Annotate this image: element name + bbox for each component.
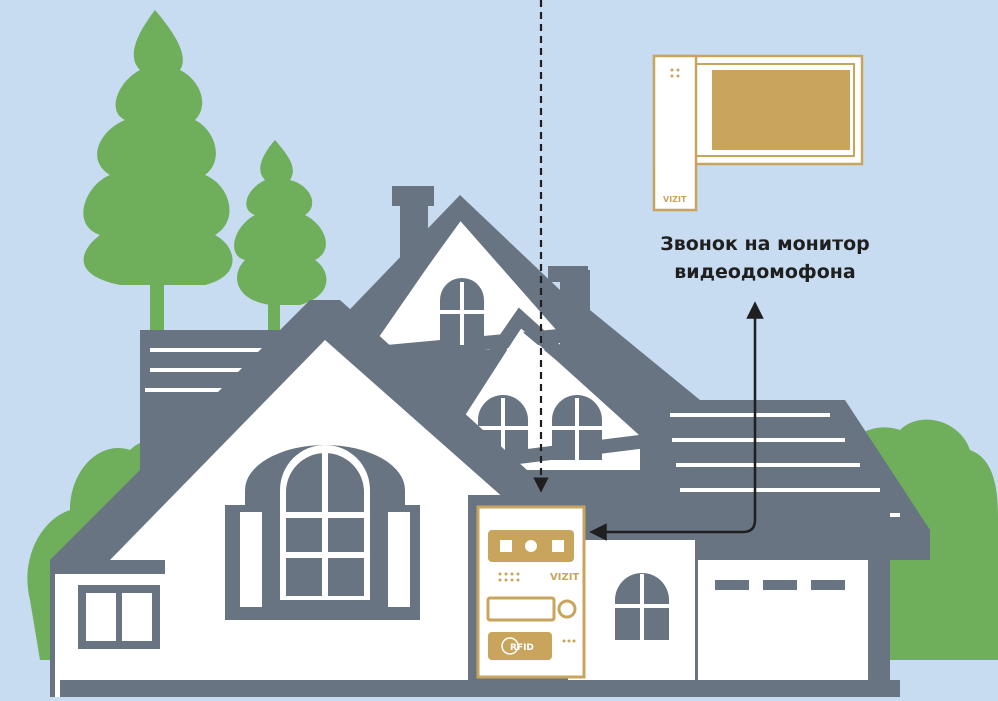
garage-door (698, 560, 868, 697)
front-arched-window (225, 445, 420, 620)
window-left-wing (78, 585, 160, 649)
call-caption: Звонок на монитор видеодомофона (620, 230, 910, 286)
rfid-label: RFID (510, 643, 534, 653)
caption-line-2: видеодомофона (620, 258, 910, 286)
window-right (615, 573, 669, 640)
caption-line-1: Звонок на монитор (620, 230, 910, 258)
window-middle-right (552, 395, 602, 460)
door-panel-brand: VIZIT (550, 572, 579, 583)
monitor-brand: VIZIT (663, 195, 687, 204)
chimney-right (548, 266, 588, 282)
door-intercom-panel: VIZIT RFID (478, 507, 584, 677)
window-upper-gable (440, 278, 484, 345)
